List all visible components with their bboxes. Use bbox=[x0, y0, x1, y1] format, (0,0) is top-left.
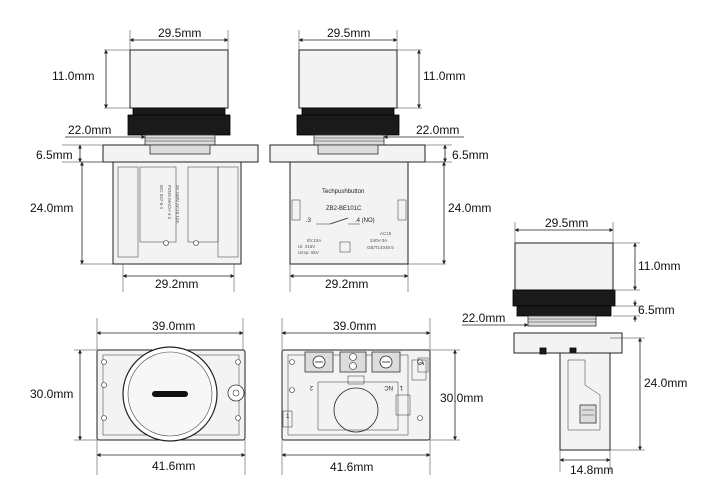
ac-class-label: AC15 bbox=[380, 231, 392, 236]
side-width-label: 29.5mm bbox=[545, 216, 588, 230]
front-flange-label: 6.5mm bbox=[36, 148, 73, 162]
side-dimensions: 29.5mm 11.0mm 6.5mm 22.0mm 24.0mm 14.8mm bbox=[462, 216, 687, 477]
top-view-front-dimensions: 39.0mm 30.0mm 41.6mm bbox=[30, 318, 246, 475]
svg-text:IEC 947-5-1: IEC 947-5-1 bbox=[159, 185, 164, 210]
side-thread-label: 22.0mm bbox=[462, 311, 505, 325]
side-flange-label: 6.5mm bbox=[638, 303, 675, 317]
top2-height-label: 30.0mm bbox=[440, 391, 483, 405]
back-body-width-label: 29.2mm bbox=[325, 277, 368, 291]
front-height-label: 11.0mm bbox=[52, 69, 94, 83]
front-width-label: 29.5mm bbox=[158, 26, 201, 40]
top-view-back: 2 1 NC 1 2 bbox=[281, 349, 431, 441]
top2-width-label: 39.0mm bbox=[333, 319, 376, 333]
ui-label: Ui: 415V bbox=[298, 244, 315, 249]
front-view: IEC 947-5-1 PZNS MACH 4-2 3A 240V AC15 1… bbox=[102, 49, 259, 265]
svg-text:PZNS MACH 4-2: PZNS MACH 4-2 bbox=[167, 185, 172, 220]
side-body-height-label: 24.0mm bbox=[644, 376, 687, 390]
terminal-box-2-label: 2 bbox=[420, 361, 426, 365]
uimp-label: Uimp: 6kV bbox=[298, 250, 319, 255]
back-dimensions: 29.5mm 11.0mm 22.0mm 6.5mm 24.0mm 29.2mm bbox=[289, 26, 491, 292]
side-base-label: 14.8mm bbox=[570, 463, 613, 477]
back-body-height-label: 24.0mm bbox=[448, 201, 491, 215]
front-body-height-label: 24.0mm bbox=[30, 201, 73, 215]
back-thread-label: 22.0mm bbox=[416, 123, 459, 137]
back-width-label: 29.5mm bbox=[327, 26, 370, 40]
side-view bbox=[512, 242, 623, 451]
model-label: ZB2-BE101C bbox=[326, 206, 362, 212]
front-dimensions: 29.5mm 11.0mm 22.0mm 6.5mm 24.0mm 29.2mm bbox=[30, 26, 235, 292]
standard-label: GB/T14048.5 bbox=[367, 245, 394, 250]
rating-label: 240V-3A bbox=[370, 238, 387, 243]
ith-label: Ith:10A bbox=[307, 238, 321, 243]
back-flange-label: 6.5mm bbox=[452, 148, 489, 162]
top2-bottom-label: 41.6mm bbox=[330, 460, 373, 474]
top1-bottom-label: 41.6mm bbox=[152, 459, 195, 473]
top1-height-label: 30.0mm bbox=[30, 387, 73, 401]
top-view-front bbox=[96, 346, 246, 442]
front-thread-label: 22.0mm bbox=[68, 123, 111, 137]
top-view-back-dimensions: 39.0mm 30.0mm 41.6mm bbox=[281, 318, 483, 475]
terminal-2-label: 2 bbox=[309, 384, 313, 390]
terminal-1-label: 1 bbox=[399, 384, 403, 390]
svg-text:3A 240V AC15 10A: 3A 240V AC15 10A bbox=[175, 185, 180, 224]
front-body-width-label: 29.2mm bbox=[155, 277, 198, 291]
back-view: Techpushbutton ZB2-BE101C .3 .4 (NO) AC1… bbox=[269, 49, 426, 265]
nc-label: NC bbox=[384, 384, 393, 390]
contact-right-label: .4 (NO) bbox=[355, 218, 375, 224]
back-height-label: 11.0mm bbox=[423, 69, 465, 83]
brand-label: Techpushbutton bbox=[322, 189, 364, 195]
top1-width-label: 39.0mm bbox=[152, 319, 195, 333]
terminal-box-1-label: 1 bbox=[286, 414, 290, 420]
contact-left-label: .3 bbox=[306, 218, 312, 224]
side-height-label: 11.0mm bbox=[638, 259, 680, 273]
